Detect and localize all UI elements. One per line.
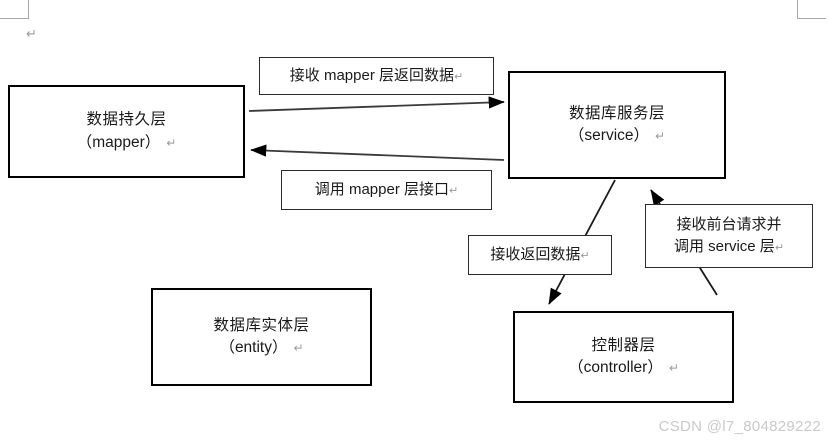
page-corner-mark-top-right	[797, 0, 826, 19]
node-mapper-subtitle: （mapper） ↵	[77, 132, 177, 154]
node-mapper[interactable]: 数据持久层 （mapper） ↵	[8, 85, 245, 178]
csdn-watermark: CSDN @l7_804829222	[658, 418, 821, 435]
paragraph-mark: ↵	[580, 248, 590, 262]
label-call-mapper: 调用 mapper 层接口↵	[281, 170, 492, 210]
arrow-mapper-to-service	[248, 96, 505, 112]
label-receive-return-data-line1: 接收返回数据↵	[490, 244, 589, 267]
label-text: 接收返回数据	[490, 245, 581, 263]
label-text: 调用 service 层	[673, 238, 775, 255]
paragraph-mark: ↵	[655, 129, 666, 143]
node-mapper-subtitle-text: （mapper）	[76, 133, 161, 151]
paragraph-mark: ↵	[774, 241, 785, 254]
label-receive-request: 接收前台请求并 调用 service 层↵	[645, 204, 813, 268]
label-receive-return-data: 接收返回数据↵	[468, 235, 612, 275]
label-call-mapper-line1: 调用 mapper 层接口↵	[315, 179, 458, 202]
paragraph-mark: ↵	[26, 27, 37, 42]
node-entity-title: 数据库实体层	[213, 316, 310, 334]
node-service-title: 数据库服务层	[568, 104, 665, 122]
node-entity-subtitle-text: （entity）	[219, 339, 288, 356]
label-text: 接收 mapper 层返回数据	[289, 66, 454, 84]
node-controller-subtitle: （controller） ↵	[568, 357, 679, 379]
node-entity[interactable]: 数据库实体层 （entity） ↵	[151, 288, 372, 386]
node-controller-title: 控制器层	[591, 336, 656, 354]
paragraph-mark: ↵	[166, 135, 177, 150]
node-entity-subtitle: （entity） ↵	[219, 337, 303, 359]
node-service-subtitle-text: （service）	[568, 127, 650, 144]
label-mapper-return: 接收 mapper 层返回数据↵	[259, 57, 494, 95]
paragraph-mark: ↵	[668, 361, 679, 375]
node-controller[interactable]: 控制器层 （controller） ↵	[513, 311, 734, 403]
node-mapper-title: 数据持久层	[86, 111, 167, 129]
label-text: 调用 mapper 层接口	[314, 180, 449, 198]
node-controller-subtitle-text: （controller）	[568, 359, 663, 376]
page-corner-mark-top-left	[0, 0, 29, 19]
label-receive-request-line2: 调用 service 层↵	[674, 236, 784, 259]
paragraph-mark: ↵	[293, 341, 304, 355]
paragraph-mark: ↵	[453, 69, 464, 83]
label-receive-request-line1: 接收前台请求并	[676, 215, 782, 233]
node-service[interactable]: 数据库服务层 （service） ↵	[508, 71, 726, 179]
arrow-service-to-mapper	[250, 144, 505, 161]
node-service-subtitle: （service） ↵	[569, 125, 665, 147]
paragraph-mark: ↵	[448, 183, 459, 197]
label-mapper-return-line1: 接收 mapper 层返回数据↵	[290, 65, 463, 88]
